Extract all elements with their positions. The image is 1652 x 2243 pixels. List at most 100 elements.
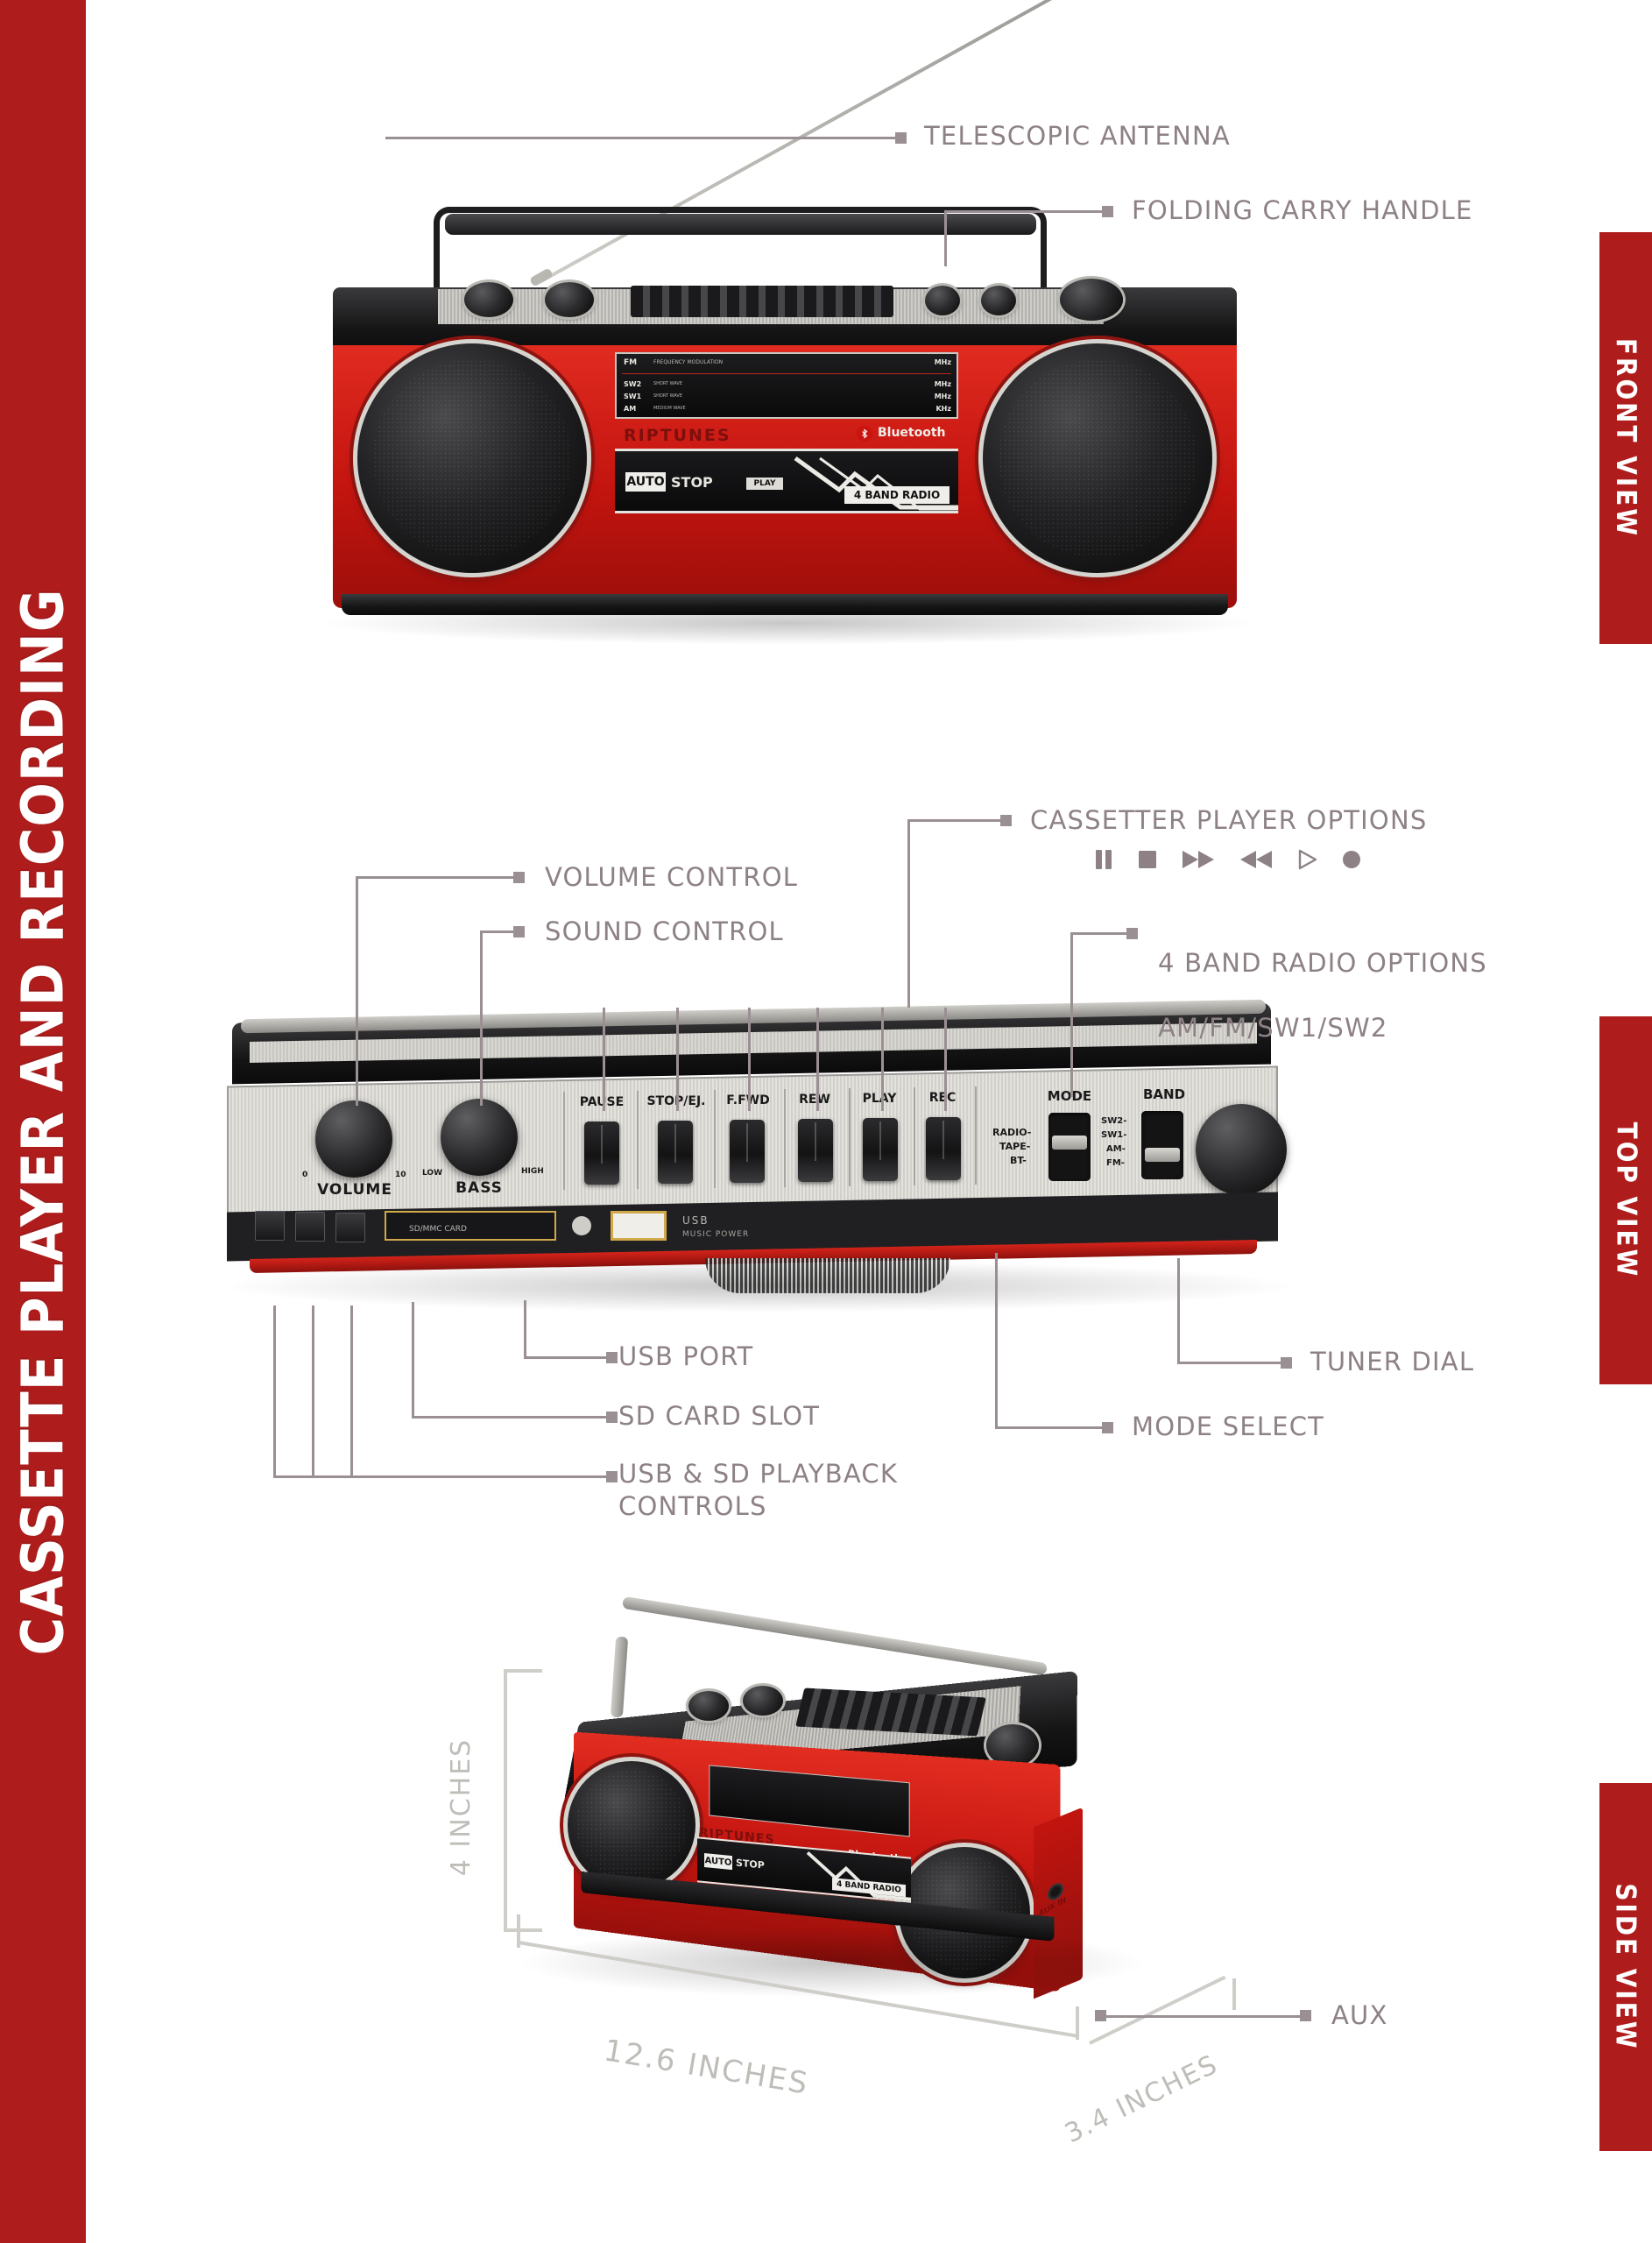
mode-slider-label: MODE bbox=[1047, 1088, 1092, 1104]
front-drop-shadow bbox=[315, 601, 1261, 645]
front-tuner-scale: FM FREQUENCY MODULATION MHz SW2 SHORT WA… bbox=[615, 352, 958, 419]
front-knob-4[interactable] bbox=[981, 286, 1016, 315]
view-tab-front[interactable]: FRONT VIEW bbox=[1599, 232, 1652, 644]
leader-dot-band bbox=[1126, 928, 1138, 939]
play-icon bbox=[1298, 849, 1317, 870]
sideview-knob-2[interactable] bbox=[743, 1686, 783, 1716]
aux-jack-top[interactable] bbox=[572, 1216, 591, 1235]
panel-divider-1 bbox=[563, 1092, 565, 1190]
rewind-icon bbox=[1240, 851, 1272, 868]
sd-card-slot-port[interactable] bbox=[385, 1211, 556, 1241]
usb-music-power-label: MUSIC POWER bbox=[682, 1230, 750, 1239]
button-label-rew: REW bbox=[799, 1093, 830, 1107]
tuner-dial-knob[interactable] bbox=[1196, 1104, 1287, 1195]
view-tab-side-label: SIDE VIEW bbox=[1610, 1883, 1642, 2051]
button-ffwd[interactable] bbox=[730, 1120, 765, 1183]
usb-sd-next-button[interactable] bbox=[335, 1213, 365, 1242]
button-label-ffwd: F.FWD bbox=[716, 1093, 780, 1107]
band-slider-label: BAND bbox=[1142, 1086, 1186, 1102]
leader-dot-antenna bbox=[895, 132, 907, 144]
button-pause[interactable] bbox=[584, 1122, 619, 1185]
leader-cpo-stem-2 bbox=[676, 1008, 679, 1111]
dim-height-line bbox=[504, 1669, 507, 1932]
front-tuning-knob[interactable] bbox=[1060, 279, 1123, 321]
dial-row-am-type: MEDIUM WAVE bbox=[653, 406, 686, 411]
volume-scale-max: 10 bbox=[395, 1171, 406, 1179]
button-play[interactable] bbox=[863, 1118, 898, 1181]
dial-row-sw2-type: SHORT WAVE bbox=[653, 381, 682, 386]
sideview-tuning-knob[interactable] bbox=[986, 1724, 1039, 1766]
front-transport-buttons[interactable] bbox=[631, 286, 893, 317]
leader-cpo-stem-4 bbox=[816, 1008, 819, 1111]
button-stop-eject[interactable] bbox=[658, 1121, 693, 1184]
folding-carry-handle-part bbox=[434, 207, 1047, 298]
button-label-pause: PAUSE bbox=[579, 1095, 625, 1109]
mode-option-tape: TAPE- bbox=[999, 1141, 1031, 1152]
door-zigzag-graphic bbox=[794, 456, 958, 511]
leader-dot-sd bbox=[606, 1412, 618, 1423]
dial-row-sw1-band: SW1 bbox=[624, 393, 642, 400]
view-tab-side[interactable]: SIDE VIEW bbox=[1599, 1783, 1652, 2151]
leader-aux-h bbox=[1102, 2015, 1303, 2018]
panel-divider-2 bbox=[637, 1091, 639, 1189]
dim-width-cap-right bbox=[1076, 2006, 1079, 2040]
dial-row-fm-band: FM bbox=[624, 358, 638, 367]
leader-cpo-stem-1 bbox=[603, 1008, 605, 1111]
button-rew[interactable] bbox=[798, 1119, 833, 1182]
sideview-knob-1[interactable] bbox=[688, 1691, 729, 1721]
band-option-fm: FM- bbox=[1106, 1158, 1125, 1168]
dial-row-fm-unit: MHz bbox=[934, 358, 951, 366]
leader-sd-h bbox=[412, 1416, 610, 1419]
view-tab-front-label: FRONT VIEW bbox=[1610, 337, 1642, 539]
sideview-auto-badge: AUTO bbox=[704, 1853, 732, 1871]
band-option-sw1: SW1- bbox=[1101, 1130, 1127, 1140]
usb-port-connector[interactable] bbox=[611, 1211, 667, 1241]
front-knob-1[interactable] bbox=[464, 282, 513, 317]
sideview-cassette-door[interactable]: AUTO STOP 4 BAND RADIO bbox=[697, 1836, 911, 1903]
panel-divider-7 bbox=[975, 1086, 977, 1185]
bass-knob[interactable] bbox=[441, 1099, 518, 1176]
volume-knob[interactable] bbox=[315, 1100, 392, 1178]
leader-cpo-main-v bbox=[907, 819, 910, 1008]
left-title-banner: CASSETTE PLAYER AND RECORDING bbox=[0, 0, 86, 2243]
front-right-speaker bbox=[983, 343, 1212, 573]
leader-pb-v2 bbox=[312, 1305, 314, 1477]
front-cassette-door[interactable]: AUTO STOP PLAY 4 BAND RADIO bbox=[615, 449, 958, 513]
sideview-left-speaker bbox=[568, 1761, 695, 1889]
button-label-rec: REC bbox=[928, 1091, 957, 1105]
leader-tuner-v bbox=[1177, 1258, 1180, 1363]
dim-height-cap-bottom bbox=[504, 1928, 542, 1932]
usb-sd-playpause-button[interactable] bbox=[295, 1212, 325, 1242]
radio-options-line1: 4 BAND RADIO OPTIONS bbox=[1158, 948, 1487, 979]
button-rec[interactable] bbox=[926, 1117, 961, 1180]
front-knob-3[interactable] bbox=[925, 286, 960, 315]
dial-row-sw1-type: SHORT WAVE bbox=[653, 393, 682, 399]
panel-divider-5 bbox=[849, 1088, 851, 1186]
front-bluetooth-label: Bluetooth bbox=[878, 426, 946, 440]
mode-option-bt: BT- bbox=[1010, 1155, 1027, 1166]
dial-row-am-unit: KHz bbox=[935, 405, 951, 413]
usb-port-label: USB bbox=[682, 1214, 710, 1227]
leader-pb-v1 bbox=[273, 1305, 276, 1477]
leader-dot-playback bbox=[606, 1471, 618, 1482]
leader-cpo-stem-3 bbox=[748, 1008, 751, 1111]
band-slider-thumb[interactable] bbox=[1145, 1148, 1180, 1162]
leader-dot-handle bbox=[1102, 206, 1113, 217]
view-tab-top[interactable]: TOP VIEW bbox=[1599, 1016, 1652, 1384]
sideview-door-zigzag bbox=[806, 1850, 911, 1901]
front-knob-2[interactable] bbox=[545, 282, 594, 317]
leader-mode-v bbox=[995, 1253, 998, 1428]
leader-dot-cpo bbox=[1000, 815, 1012, 826]
usb-sd-prev-button[interactable] bbox=[255, 1211, 285, 1241]
leader-sd-v bbox=[412, 1302, 414, 1418]
leader-dot-mode bbox=[1102, 1422, 1113, 1433]
bluetooth-icon bbox=[857, 426, 872, 442]
panel-divider-3 bbox=[714, 1090, 716, 1188]
sd-card-slot-label: SD/MMC CARD bbox=[409, 1225, 467, 1234]
leader-handle-v bbox=[944, 212, 947, 266]
band-slider[interactable] bbox=[1141, 1111, 1183, 1179]
callout-usb-sd-playback-controls: USB & SD PLAYBACK CONTROLS bbox=[618, 1459, 899, 1522]
mode-slider-thumb[interactable] bbox=[1052, 1136, 1087, 1150]
view-tab-top-label: TOP VIEW bbox=[1610, 1122, 1641, 1279]
topview-speaker-edge bbox=[705, 1258, 950, 1293]
